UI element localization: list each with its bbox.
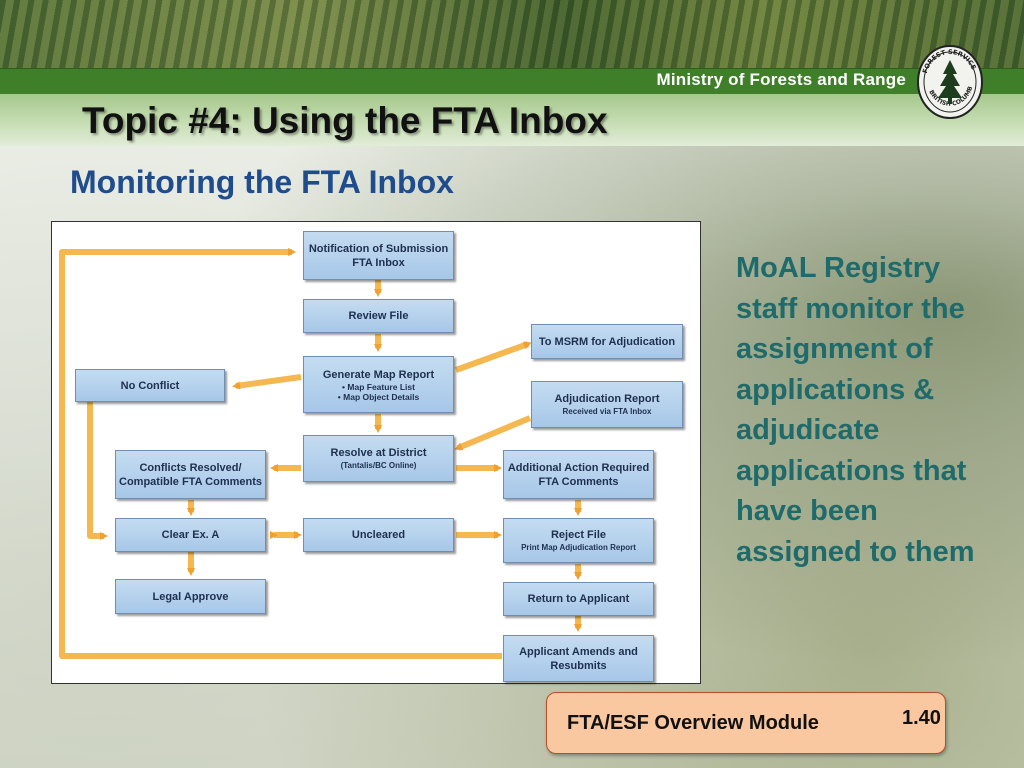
generate-map-report-list: Map Feature List Map Object Details bbox=[338, 382, 419, 402]
clear-ex-a-label: Clear Ex. A bbox=[161, 529, 220, 541]
generate-map-report-label: Generate Map Report bbox=[322, 368, 435, 381]
to-msrm-box: To MSRM for Adjudication bbox=[531, 324, 683, 359]
additional-action-label: Additional Action Required FTA Comments bbox=[507, 461, 650, 488]
return-to-applicant-label: Return to Applicant bbox=[527, 593, 630, 605]
conflicts-resolved-box: Conflicts Resolved/ Compatible FTA Comme… bbox=[115, 450, 266, 499]
adjudication-report-sub: Received via FTA Inbox bbox=[562, 407, 652, 416]
no-conflict-box: No Conflict bbox=[75, 369, 225, 402]
resubmit-loop-arrow bbox=[59, 248, 502, 659]
no-conflict-label: No Conflict bbox=[120, 379, 180, 392]
arrow-generate-msrm bbox=[454, 341, 532, 373]
review-file-label: Review File bbox=[348, 310, 409, 322]
forest-photo-banner bbox=[0, 0, 1024, 68]
resolve-at-district-label: Resolve at District bbox=[330, 447, 427, 459]
adjudication-report-label: Adjudication Report bbox=[554, 393, 660, 405]
return-to-applicant-box: Return to Applicant bbox=[503, 582, 654, 616]
map-feature-list-item: Map Feature List bbox=[338, 382, 419, 392]
clear-ex-a-box: Clear Ex. A bbox=[115, 518, 266, 552]
forest-service-logo-icon: FOREST SERVICE BRITISH COLUMBIA bbox=[916, 42, 983, 119]
resolve-at-district-box: Resolve at District (Tantalis/BC Online) bbox=[303, 435, 454, 482]
additional-action-box: Additional Action Required FTA Comments bbox=[503, 450, 654, 499]
legal-approve-label: Legal Approve bbox=[152, 590, 229, 603]
arrow-generate-noconflict bbox=[232, 374, 302, 390]
reject-file-box: Reject File Print Map Adjudication Repor… bbox=[503, 518, 654, 563]
slide-number: 1.40 bbox=[902, 707, 941, 729]
uncleared-label: Uncleared bbox=[351, 529, 406, 541]
no-conflict-to-clear-arrow bbox=[87, 400, 108, 540]
notification-label: Notification of Submission FTA Inbox bbox=[308, 242, 449, 269]
flowchart-frame: Notification of Submission FTA Inbox Rev… bbox=[51, 221, 701, 684]
ministry-bar bbox=[0, 68, 1024, 95]
conflicts-resolved-label: Conflicts Resolved/ Compatible FTA Comme… bbox=[119, 461, 263, 488]
notification-box: Notification of Submission FTA Inbox bbox=[303, 231, 454, 280]
map-object-details-item: Map Object Details bbox=[338, 392, 419, 402]
ministry-name: Ministry of Forests and Range bbox=[656, 70, 906, 89]
uncleared-box: Uncleared bbox=[303, 518, 454, 552]
adjudication-report-box: Adjudication Report Received via FTA Inb… bbox=[531, 381, 683, 428]
resolve-at-district-sub: (Tantalis/BC Online) bbox=[340, 461, 417, 470]
to-msrm-label: To MSRM for Adjudication bbox=[538, 335, 676, 348]
topic-title: Topic #4: Using the FTA Inbox bbox=[82, 100, 608, 141]
reject-file-sub: Print Map Adjudication Report bbox=[521, 543, 636, 552]
applicant-amends-label: Applicant Amends and Resubmits bbox=[519, 645, 638, 672]
reject-file-label: Reject File bbox=[550, 529, 607, 541]
footer-label: FTA/ESF Overview Module bbox=[567, 712, 819, 734]
section-subtitle: Monitoring the FTA Inbox bbox=[70, 164, 454, 200]
review-file-box: Review File bbox=[303, 299, 454, 333]
flowchart-connectors bbox=[59, 248, 582, 659]
arrow-adjudication-resolve bbox=[454, 415, 532, 451]
generate-map-report-box: Generate Map Report Map Feature List Map… bbox=[303, 356, 454, 413]
title-band bbox=[0, 94, 1024, 146]
applicant-amends-box: Applicant Amends and Resubmits bbox=[503, 635, 654, 682]
legal-approve-box: Legal Approve bbox=[115, 579, 266, 614]
body-description: MoAL Registry staff monitor the assignme… bbox=[736, 252, 975, 568]
footer-module-badge: FTA/ESF Overview Module 1.40 bbox=[546, 692, 946, 754]
